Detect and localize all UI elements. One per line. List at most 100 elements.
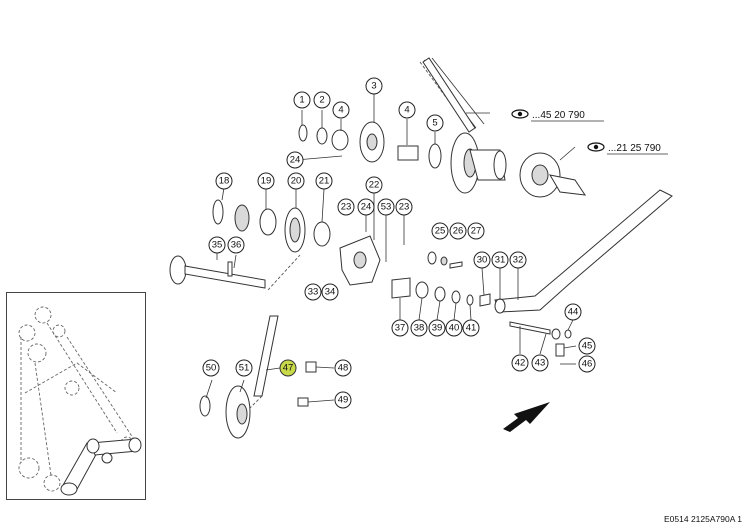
shaft-35 [169,255,266,289]
callout-18[interactable]: 18 [215,172,233,190]
callout-label: 3 [371,81,376,92]
reference-1: ...45 20 790 [511,109,604,122]
callout-35[interactable]: 35 [208,236,226,254]
callout-label: 45 [582,341,593,352]
callout-label: 24 [290,155,301,166]
callout-50[interactable]: 50 [202,359,220,377]
upper-sprocket [450,132,507,194]
callout-label: 4 [404,105,409,116]
callout-label: 30 [477,255,488,266]
callout-48[interactable]: 48 [334,359,352,377]
callout-label: 37 [395,323,406,334]
callout-label: 22 [369,180,380,191]
callout-label: 47 [283,363,294,374]
callout-22[interactable]: 22 [365,176,383,194]
callout-1[interactable]: 1 [293,91,311,109]
callout-38[interactable]: 38 [410,319,428,337]
callout-label: 32 [513,255,524,266]
callout-label: 25 [435,226,446,237]
callout-25[interactable]: 25 [431,222,449,240]
callout-label: 43 [535,358,546,369]
callout-label: 18 [219,176,230,187]
left-parts [212,199,331,253]
callout-label: 20 [291,176,302,187]
callout-43[interactable]: 43 [531,354,549,372]
top-center-parts [298,121,442,169]
callout-3[interactable]: 3 [365,77,383,95]
callout-label: 4 [338,105,343,116]
callout-label: 34 [325,287,336,298]
callout-40[interactable]: 40 [445,319,463,337]
eye-icon [587,142,605,152]
callout-41[interactable]: 41 [462,319,480,337]
callout-45[interactable]: 45 [578,337,596,355]
callout-4a[interactable]: 4 [332,101,350,119]
callout-label: 51 [239,363,250,374]
document-code: E0514 2125A790A 1 [664,514,742,524]
overview-drawing [18,306,142,496]
eye-icon [511,109,529,119]
parts-drawing [169,57,673,439]
callout-24b[interactable]: 24 [357,198,375,216]
callout-label: 38 [414,323,425,334]
direction-arrow [503,402,550,432]
callout-33[interactable]: 33 [304,283,322,301]
callout-label: 35 [212,240,223,251]
bottom-right-parts [509,321,572,357]
callout-51[interactable]: 51 [235,359,253,377]
callout-20[interactable]: 20 [287,172,305,190]
bracket-22 [339,235,381,286]
callout-label: 23 [341,202,352,213]
overview-inset [6,292,146,500]
callout-label: 36 [231,240,242,251]
callout-label: 26 [453,226,464,237]
callout-4b[interactable]: 4 [398,101,416,119]
callout-23b[interactable]: 23 [395,198,413,216]
reference-2-text: ...21 25 790 [608,143,661,154]
callout-label: 23 [399,202,410,213]
callout-label: 39 [432,323,443,334]
lever-arm [494,189,673,314]
callout-label: 19 [261,176,272,187]
leader-lines [205,94,577,403]
callout-53[interactable]: 53 [377,198,395,216]
callout-36[interactable]: 36 [227,236,245,254]
callout-44[interactable]: 44 [564,303,582,321]
callout-47[interactable]: 47 [279,359,297,377]
callout-label: 31 [495,255,506,266]
callout-5[interactable]: 5 [426,114,444,132]
callout-label: 41 [466,323,477,334]
callout-34[interactable]: 34 [321,283,339,301]
right-hub [519,152,587,198]
lower-chain [249,254,301,409]
callout-39[interactable]: 39 [428,319,446,337]
callout-30[interactable]: 30 [473,251,491,269]
callout-26[interactable]: 26 [449,222,467,240]
callout-49[interactable]: 49 [334,391,352,409]
callout-21[interactable]: 21 [315,172,333,190]
callout-label: 24 [361,202,372,213]
callout-46[interactable]: 46 [578,355,596,373]
callout-37[interactable]: 37 [391,319,409,337]
callout-23a[interactable]: 23 [337,198,355,216]
callout-label: 5 [432,118,437,129]
callout-label: 50 [206,363,217,374]
upper-chain [422,57,476,133]
callout-label: 27 [471,226,482,237]
callout-19[interactable]: 19 [257,172,275,190]
callout-24a[interactable]: 24 [286,151,304,169]
callout-31[interactable]: 31 [491,251,509,269]
callout-label: 46 [582,359,593,370]
callout-32[interactable]: 32 [509,251,527,269]
callout-42[interactable]: 42 [511,354,529,372]
callout-2[interactable]: 2 [313,91,331,109]
callout-label: 2 [319,95,324,106]
reference-2: ...21 25 790 [587,142,668,155]
callout-label: 48 [338,363,349,374]
callout-label: 53 [381,202,392,213]
reference-1-text: ...45 20 790 [532,110,585,121]
callout-label: 42 [515,358,526,369]
callout-27[interactable]: 27 [467,222,485,240]
callout-label: 44 [568,307,579,318]
